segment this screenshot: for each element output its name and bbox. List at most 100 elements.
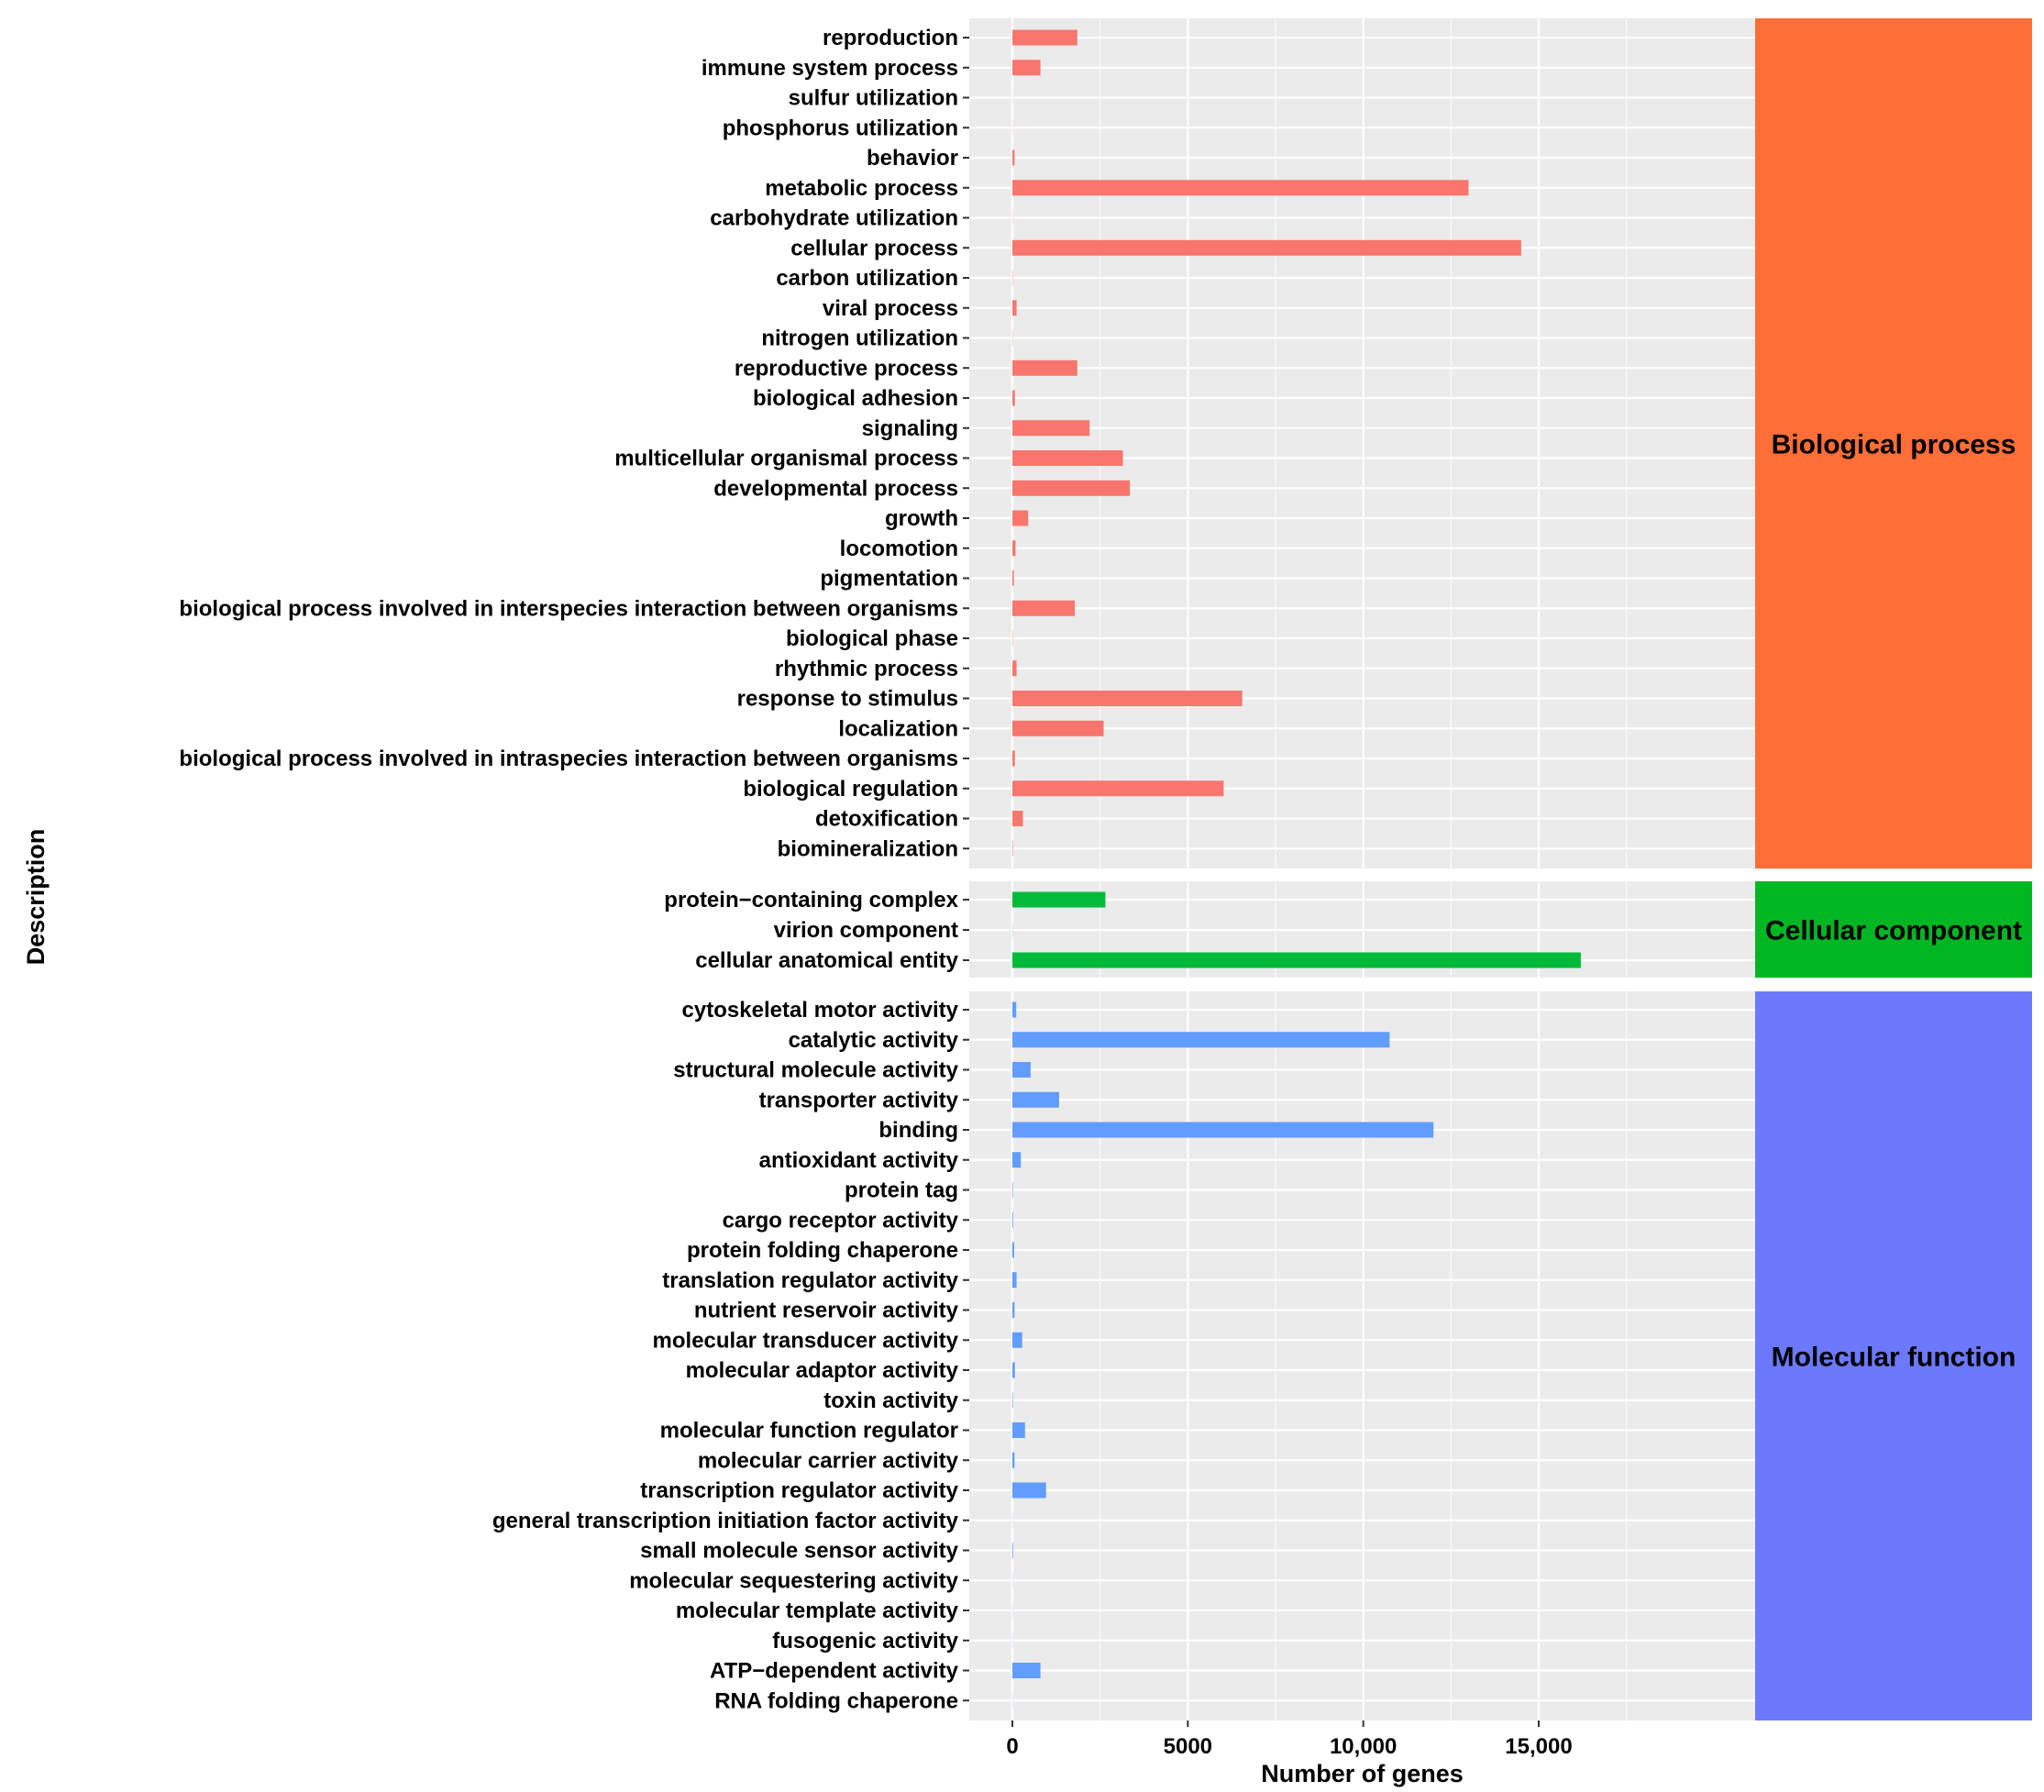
facet-strip (1755, 18, 2032, 868)
category-label: cytoskeletal motor activity (682, 998, 959, 1023)
category-label: molecular transducer activity (653, 1328, 959, 1353)
facet-strip (1755, 991, 2032, 1720)
y-axis-title: Description (22, 829, 50, 966)
bar (1012, 480, 1131, 496)
bar (1012, 1001, 1017, 1018)
category-label: protein folding chaperone (687, 1238, 958, 1263)
category-label: molecular sequestering activity (629, 1568, 958, 1593)
category-label: pigmentation (820, 567, 958, 592)
category-label: viral process (823, 296, 958, 321)
category-label: behavior (867, 146, 958, 171)
bar (1012, 1091, 1059, 1108)
bar (1012, 300, 1017, 316)
category-label: nitrogen utilization (761, 326, 958, 351)
bar (1012, 1543, 1013, 1558)
category-label: biological adhesion (753, 386, 958, 411)
category-label: antioxidant activity (759, 1148, 959, 1173)
category-label: molecular carrier activity (698, 1448, 959, 1473)
bar (1012, 1482, 1046, 1499)
bar (1012, 891, 1106, 908)
bar (1012, 540, 1016, 557)
bar (1012, 239, 1521, 256)
bar (1012, 149, 1015, 166)
category-label: fusogenic activity (772, 1629, 958, 1654)
x-tick-label: 15,000 (1505, 1734, 1572, 1759)
category-label: metabolic process (765, 176, 958, 201)
bar (1012, 1272, 1017, 1289)
category-label: nutrient reservoir activity (694, 1299, 959, 1323)
bar (1012, 780, 1224, 797)
bar (1012, 1182, 1013, 1198)
category-label: carbon utilization (776, 266, 958, 291)
bar (1012, 1242, 1014, 1258)
category-label: detoxification (815, 807, 958, 832)
category-label: response to stimulus (737, 687, 958, 712)
category-label: phosphorus utilization (723, 116, 958, 140)
category-label: protein tag (845, 1178, 958, 1203)
bar (1012, 1032, 1390, 1048)
category-label: cellular process (790, 236, 958, 260)
category-label: biological process involved in intraspec… (179, 747, 958, 771)
bar (1012, 420, 1090, 437)
category-label: molecular adaptor activity (686, 1358, 959, 1383)
category-label: multicellular organismal process (614, 447, 958, 471)
category-label: carbohydrate utilization (710, 206, 958, 231)
category-label: transcription regulator activity (640, 1478, 958, 1503)
x-tick-label: 10,000 (1330, 1734, 1397, 1759)
bar (1012, 811, 1023, 826)
category-label: general transcription initiation factor … (492, 1509, 959, 1533)
bar (1012, 1422, 1025, 1438)
category-label: biomineralization (778, 836, 958, 861)
category-label: sulfur utilization (789, 86, 958, 111)
bar (1012, 1332, 1022, 1348)
bar (1012, 29, 1077, 46)
bar (1012, 691, 1243, 706)
category-label: small molecule sensor activity (640, 1539, 958, 1564)
bar (1012, 180, 1469, 196)
bar (1012, 390, 1015, 406)
facet-strip-label: Molecular function (1772, 1343, 2016, 1373)
category-label: transporter activity (759, 1088, 959, 1112)
category-label: rhythmic process (775, 657, 958, 681)
bar (1012, 600, 1076, 616)
bar (1012, 720, 1104, 736)
bar (1012, 1062, 1031, 1078)
bar (1012, 360, 1077, 376)
x-tick-label: 5000 (1164, 1734, 1212, 1759)
category-label: translation regulator activity (662, 1268, 958, 1293)
category-label: molecular template activity (676, 1598, 959, 1623)
bar (1012, 570, 1014, 586)
category-label: catalytic activity (789, 1028, 959, 1053)
x-tick-label: 0 (1006, 1734, 1018, 1759)
bar (1012, 1362, 1015, 1378)
category-label: ATP−dependent activity (710, 1659, 959, 1684)
bar (1012, 840, 1013, 857)
bar (1012, 1452, 1015, 1468)
panel-molecular-function: cytoskeletal motor activity catalytic act… (492, 991, 2032, 1720)
category-label: signaling (862, 416, 958, 441)
panels-layer: reproduction immune system process sulfur … (179, 18, 2032, 1720)
category-label: virion component (774, 918, 958, 943)
category-label: structural molecule activity (673, 1058, 958, 1083)
category-label: immune system process (702, 56, 958, 81)
facet-strip-label: Cellular component (1765, 916, 2022, 946)
bar (1012, 750, 1015, 767)
category-label: molecular function regulator (660, 1419, 958, 1444)
bar (1012, 510, 1029, 526)
category-label: localization (838, 716, 958, 741)
category-label: biological process involved in interspec… (179, 596, 958, 621)
bar (1012, 1663, 1041, 1678)
bar (1012, 1152, 1022, 1168)
category-label: developmental process (713, 476, 958, 501)
bar (1012, 1392, 1013, 1409)
panel-background (969, 18, 1755, 868)
facet-strip-label: Biological process (1772, 430, 2016, 460)
category-label: biological regulation (743, 777, 958, 802)
facet-strip (1755, 881, 2032, 978)
category-label: reproduction (823, 26, 958, 50)
category-label: biological phase (786, 626, 958, 651)
category-label: growth (885, 506, 958, 531)
x-axis-title: Number of genes (1261, 1760, 1464, 1787)
bar (1012, 1302, 1015, 1318)
